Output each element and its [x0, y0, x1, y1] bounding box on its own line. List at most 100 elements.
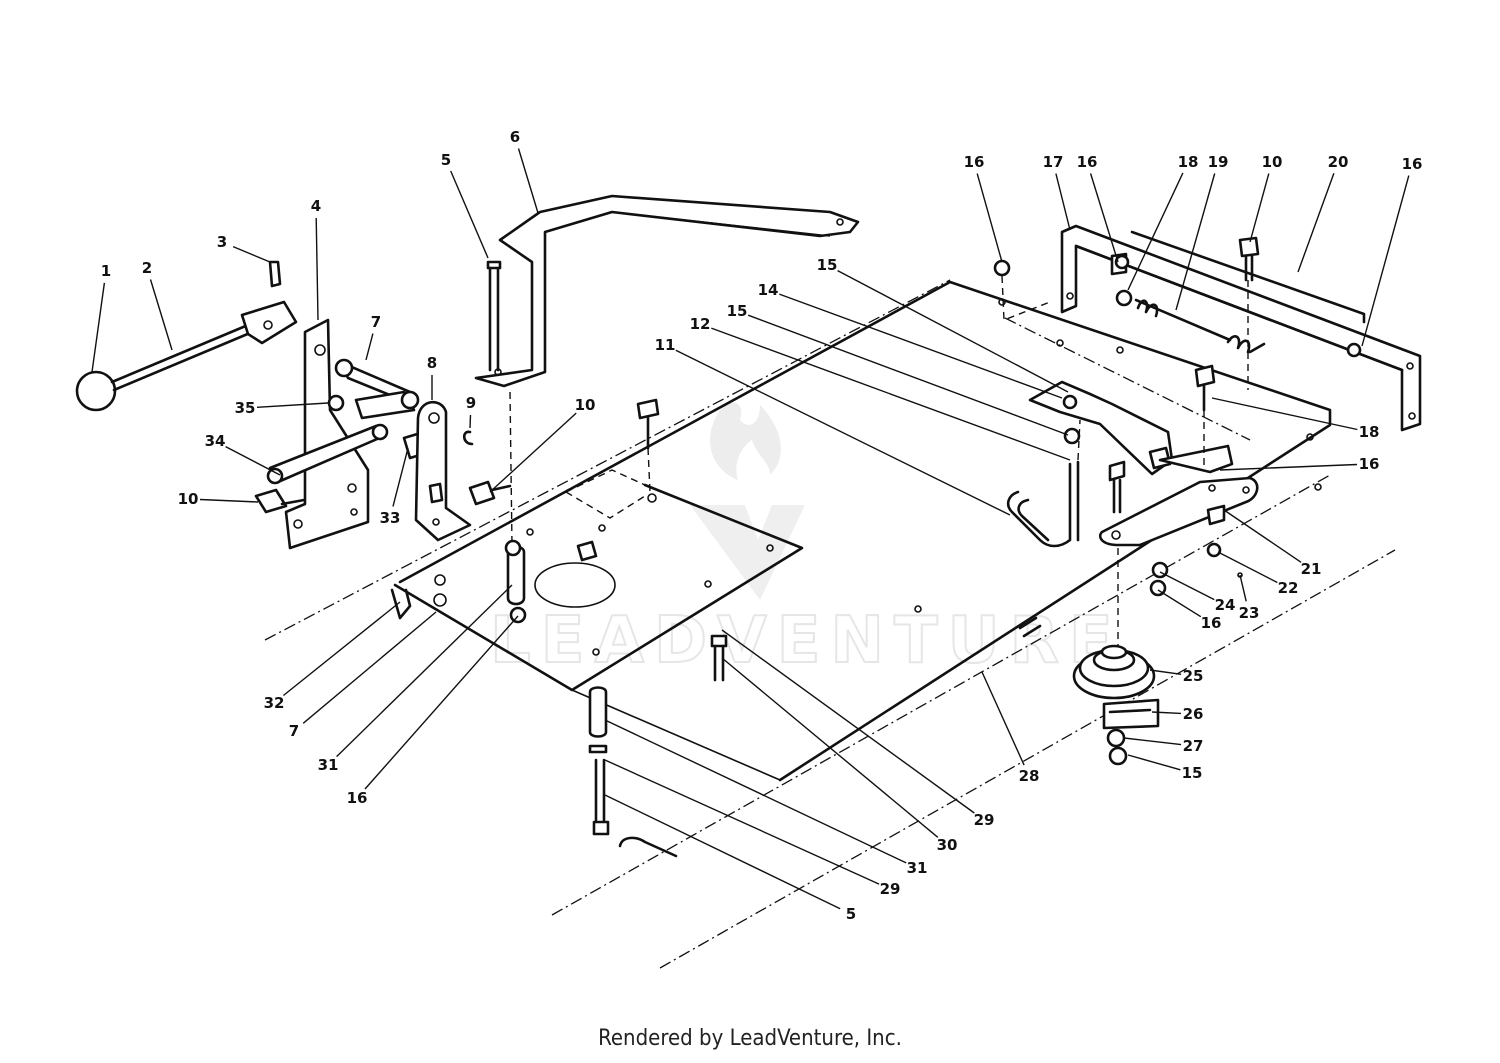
- callout-leader-34: [1123, 737, 1182, 746]
- callout-number-30: 24: [1215, 596, 1236, 614]
- callout-number-29: 23: [1239, 604, 1260, 622]
- callout-number-37: 30: [937, 836, 958, 854]
- callout-number-22: 10: [1262, 153, 1283, 171]
- callout-number-27: 21: [1301, 560, 1322, 578]
- callout-number-38: 31: [907, 859, 928, 877]
- callout-number-34: 27: [1183, 737, 1204, 755]
- callout-leader-42: [302, 611, 437, 724]
- callout-leader-45: [392, 447, 409, 507]
- callout-leader-31: [1157, 589, 1202, 618]
- callout-leader-33: [1151, 711, 1182, 715]
- callout-number-2: 3: [217, 233, 227, 251]
- callout-leader-1: [149, 279, 173, 351]
- callout-number-14: 15: [727, 302, 748, 320]
- callout-number-41: 32: [264, 694, 285, 712]
- callout-leader-15: [837, 269, 1069, 393]
- shift-rods: [618, 419, 1081, 858]
- rear-bracket: [993, 224, 1422, 432]
- callout-number-45: 33: [380, 509, 401, 527]
- callout-leader-14: [747, 314, 1069, 436]
- callout-leader-30: [1159, 571, 1215, 601]
- watermark-text: LEADVENTURE: [490, 604, 1123, 678]
- callout-leader-13: [779, 293, 1063, 399]
- callout-number-33: 26: [1183, 705, 1204, 723]
- callout-leader-39: [604, 759, 880, 885]
- callout-leader-41: [282, 601, 401, 697]
- callout-number-24: 16: [1402, 155, 1423, 173]
- callout-leader-20: [1127, 172, 1184, 291]
- spacers: [504, 539, 728, 836]
- callout-number-47: 35: [235, 399, 256, 417]
- callout-leader-43: [336, 584, 513, 758]
- idler-arm: [1028, 380, 1234, 476]
- control-lever: [75, 260, 298, 412]
- callout-leader-3: [315, 217, 319, 321]
- callout-number-42: 7: [289, 722, 299, 740]
- callout-number-36: 29: [974, 811, 995, 829]
- callout-leader-28: [1217, 551, 1278, 584]
- callout-leader-32: [1149, 669, 1182, 675]
- callout-leader-4: [450, 170, 489, 259]
- callout-leader-19: [1089, 173, 1119, 263]
- callout-number-39: 29: [880, 880, 901, 898]
- callout-number-4: 5: [441, 151, 451, 169]
- callout-number-13: 14: [758, 281, 779, 299]
- footer-credit: Rendered by LeadVenture, Inc.: [598, 1026, 902, 1051]
- callout-number-25: 18: [1359, 423, 1380, 441]
- flame-icon: [709, 402, 781, 480]
- callout-number-12: 12: [690, 315, 711, 333]
- callout-leader-23: [1297, 173, 1335, 273]
- callout-number-35: 28: [1019, 767, 1040, 785]
- callout-leader-10: [199, 498, 259, 503]
- callout-leader-8: [469, 414, 472, 429]
- idler-pulley: [1072, 644, 1160, 766]
- callout-number-8: 9: [466, 394, 476, 412]
- callout-leader-27: [1223, 509, 1302, 563]
- callout-number-16: 15: [1182, 764, 1203, 782]
- callout-leader-0: [91, 282, 106, 373]
- callout-leader-17: [976, 173, 1003, 263]
- callout-leader-36: [721, 629, 975, 814]
- v-logo-icon: [690, 505, 805, 600]
- callout-number-18: 17: [1043, 153, 1064, 171]
- callout-number-20: 18: [1178, 153, 1199, 171]
- callout-number-43: 31: [318, 756, 339, 774]
- callout-leader-5: [517, 148, 539, 214]
- callout-leader-6: [365, 333, 374, 361]
- callout-leader-25: [1211, 397, 1358, 431]
- callout-number-26: 16: [1359, 455, 1380, 473]
- callout-number-15: 15: [817, 256, 838, 274]
- linkage-arms: [254, 358, 432, 514]
- callout-leader-16: [1127, 754, 1181, 771]
- callout-leader-22: [1249, 173, 1270, 243]
- bolts: [468, 398, 660, 506]
- callout-number-28: 22: [1278, 579, 1299, 597]
- callout-number-7: 8: [427, 354, 437, 372]
- callout-number-3: 4: [311, 197, 321, 215]
- watermark-logo: LEADVENTURE: [489, 402, 1123, 679]
- callout-leader-47: [256, 402, 329, 408]
- top-support-bracket: [474, 194, 860, 546]
- callout-leader-38: [604, 719, 907, 864]
- callout-leader-40: [604, 794, 841, 910]
- callout-number-44: 16: [347, 789, 368, 807]
- lower-mount-plate: [390, 469, 804, 692]
- callout-leader-24: [1361, 175, 1410, 347]
- callout-leader-11: [675, 349, 1011, 516]
- callout-number-19: 16: [1077, 153, 1098, 171]
- callout-leader-18: [1055, 173, 1071, 231]
- callout-leader-35: [981, 671, 1025, 766]
- callout-number-40: 5: [846, 905, 856, 923]
- callout-number-0: 1: [101, 262, 111, 280]
- lever-bracket: [284, 318, 370, 550]
- callout-number-32: 25: [1183, 667, 1204, 685]
- callout-leader-9: [489, 412, 577, 493]
- centerlines: [264, 279, 1396, 969]
- deck-holes: [914, 298, 1322, 613]
- callout-number-1: 2: [142, 259, 152, 277]
- callout-number-10: 10: [178, 490, 199, 508]
- callout-number-21: 19: [1208, 153, 1229, 171]
- callout-leader-29: [1239, 574, 1247, 602]
